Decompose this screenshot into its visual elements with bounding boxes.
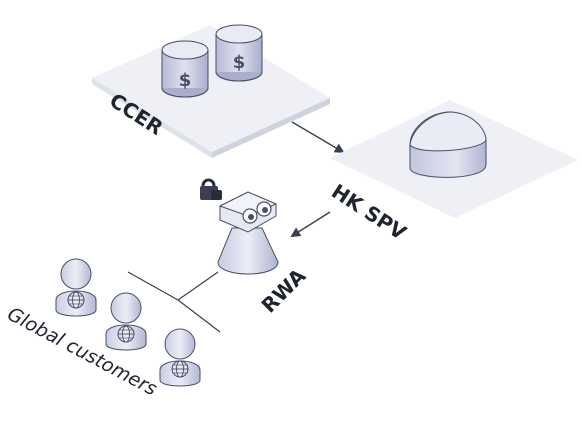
vault-icon xyxy=(409,111,487,178)
arrow-ccer-to-spv xyxy=(291,121,345,154)
dollar-icon: $ xyxy=(179,70,192,91)
connector-lines xyxy=(127,271,221,333)
arrow-spv-to-rwa xyxy=(290,211,331,238)
rwa-robot-icon xyxy=(217,191,279,275)
coin-stack-icon: $ xyxy=(161,40,209,98)
ccer-platform xyxy=(92,25,330,158)
dollar-icon: $ xyxy=(233,52,246,73)
lock-icon xyxy=(200,178,222,200)
customer-icon xyxy=(55,258,97,317)
customer-icon xyxy=(159,328,201,387)
coin-stack-icon: $ xyxy=(215,24,263,82)
customer-icon xyxy=(105,292,147,351)
